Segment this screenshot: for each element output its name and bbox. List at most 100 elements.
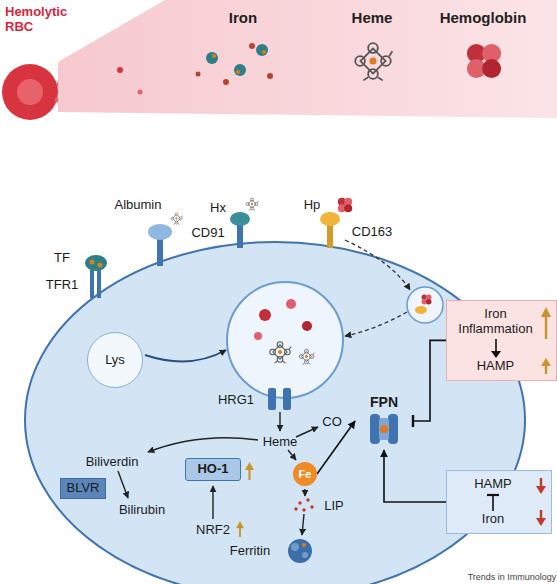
drawing-part: [536, 478, 546, 494]
drawing-part: [545, 315, 547, 339]
drawing-part: [536, 486, 546, 494]
drawing-part: [246, 198, 258, 210]
drawing-part: [259, 309, 271, 321]
drawing-part: [380, 425, 388, 433]
node-text: Iron Inflammation: [455, 307, 536, 337]
drawing-part: [299, 349, 314, 364]
drawing-part: [58, 0, 557, 118]
protein-label: Hp: [304, 198, 321, 213]
drawing-part: [491, 351, 501, 358]
drawing-part: [117, 67, 123, 73]
drawing-part: [90, 270, 94, 298]
drawing-part: [2, 64, 58, 120]
iron-pool-and-ferritin: [288, 498, 314, 563]
factor-label: NRF2: [196, 523, 230, 538]
drawing-part: [302, 552, 308, 558]
drawing-part: [320, 212, 340, 226]
drawing-part: [364, 410, 404, 448]
drawing-part: [157, 238, 163, 266]
drawing-part: [298, 501, 301, 504]
drawing-part: [206, 52, 218, 64]
source-label: Hemolytic RBC: [5, 5, 77, 35]
vesicle-and-endosome: [145, 240, 443, 410]
drawing-part: [407, 287, 443, 323]
drawing-part: [279, 412, 280, 431]
drawing-part: [541, 358, 551, 366]
node-text: Fe: [299, 468, 312, 481]
drawing-part: [196, 72, 201, 77]
drawing-part: [256, 44, 268, 56]
node-text: Iron: [482, 512, 504, 527]
drawing-part: [236, 70, 240, 74]
drawing-part: [540, 478, 542, 487]
node-text: HAMP: [474, 477, 512, 492]
drawing-part: [304, 489, 305, 496]
molecule-label: CO: [322, 415, 342, 430]
drawing-part: [291, 543, 299, 551]
drawing-part: [234, 64, 246, 76]
drawing-part: [288, 450, 296, 460]
red-blood-cell: [2, 64, 63, 120]
drawing-part: [379, 418, 389, 440]
drawing-part: [487, 494, 499, 496]
drawing-part: [245, 462, 254, 480]
source-band: IronHemeHemoglobin: [0, 0, 557, 120]
drawing-part: [490, 337, 502, 359]
drawing-part: [486, 492, 500, 512]
receptor-label: TFR1: [46, 278, 79, 293]
molecule-label: Bilirubin: [119, 503, 165, 518]
drawing-part: [85, 255, 107, 271]
drawing-part: [286, 299, 296, 309]
drawing-part: [267, 73, 273, 79]
drawing-part: [467, 44, 501, 78]
node-text: BLVR: [66, 481, 100, 496]
ferroportin-channel: FPN: [355, 392, 413, 450]
drawing-part: [118, 471, 128, 498]
drawing-part: [495, 339, 497, 353]
receptor-label: CD91: [191, 226, 224, 241]
drawing-part: [98, 263, 103, 268]
drawing-part: [536, 518, 546, 526]
drawing-part: [294, 507, 297, 510]
drawing-part: [338, 198, 352, 212]
drawing-part: [270, 342, 291, 363]
drawing-part: [236, 521, 244, 537]
drawing-part: [230, 212, 250, 226]
drawing-part: [302, 321, 312, 331]
drawing-part: [254, 332, 262, 340]
protein-label: Ferritin: [230, 544, 270, 559]
drawing-part: [327, 224, 333, 248]
drawing-part: [283, 388, 291, 410]
receptors: [85, 198, 352, 298]
node-text: Lys: [105, 353, 125, 368]
drawing-part: [138, 90, 143, 95]
drawing-part: [296, 427, 318, 437]
pool-label: LIP: [324, 499, 344, 514]
node-text: FPN: [370, 394, 398, 410]
drawing-part: [145, 350, 226, 361]
enzyme-box: BLVR: [60, 478, 106, 499]
drawing-part: [302, 508, 305, 511]
drawing-part: [306, 498, 309, 501]
drawing-part: [486, 492, 500, 512]
drawing-part: [97, 270, 101, 298]
drawing-part: [541, 358, 551, 374]
protein-label: TF: [54, 251, 70, 266]
journal-watermark: Trends in Immunology: [468, 572, 557, 582]
drawing-part: [541, 307, 551, 339]
hamp-up-box: Iron InflammationHAMP: [446, 300, 557, 381]
drawing-part: [212, 54, 216, 58]
drawing-part: [490, 337, 502, 359]
hamp-down-box: HAMP Iron: [446, 470, 552, 534]
drawing-part: [422, 295, 432, 305]
molecule-label: Biliverdin: [86, 455, 139, 470]
drawing-part: [268, 388, 276, 410]
drawing-part: [302, 543, 306, 547]
iron-circle: Fe: [293, 462, 317, 486]
drawing-part: [364, 410, 404, 448]
connector-arrow: [317, 421, 355, 474]
protein-label: Albumin: [115, 198, 162, 213]
molecule-label: Heme: [263, 435, 298, 450]
drawing-part: [223, 79, 229, 85]
